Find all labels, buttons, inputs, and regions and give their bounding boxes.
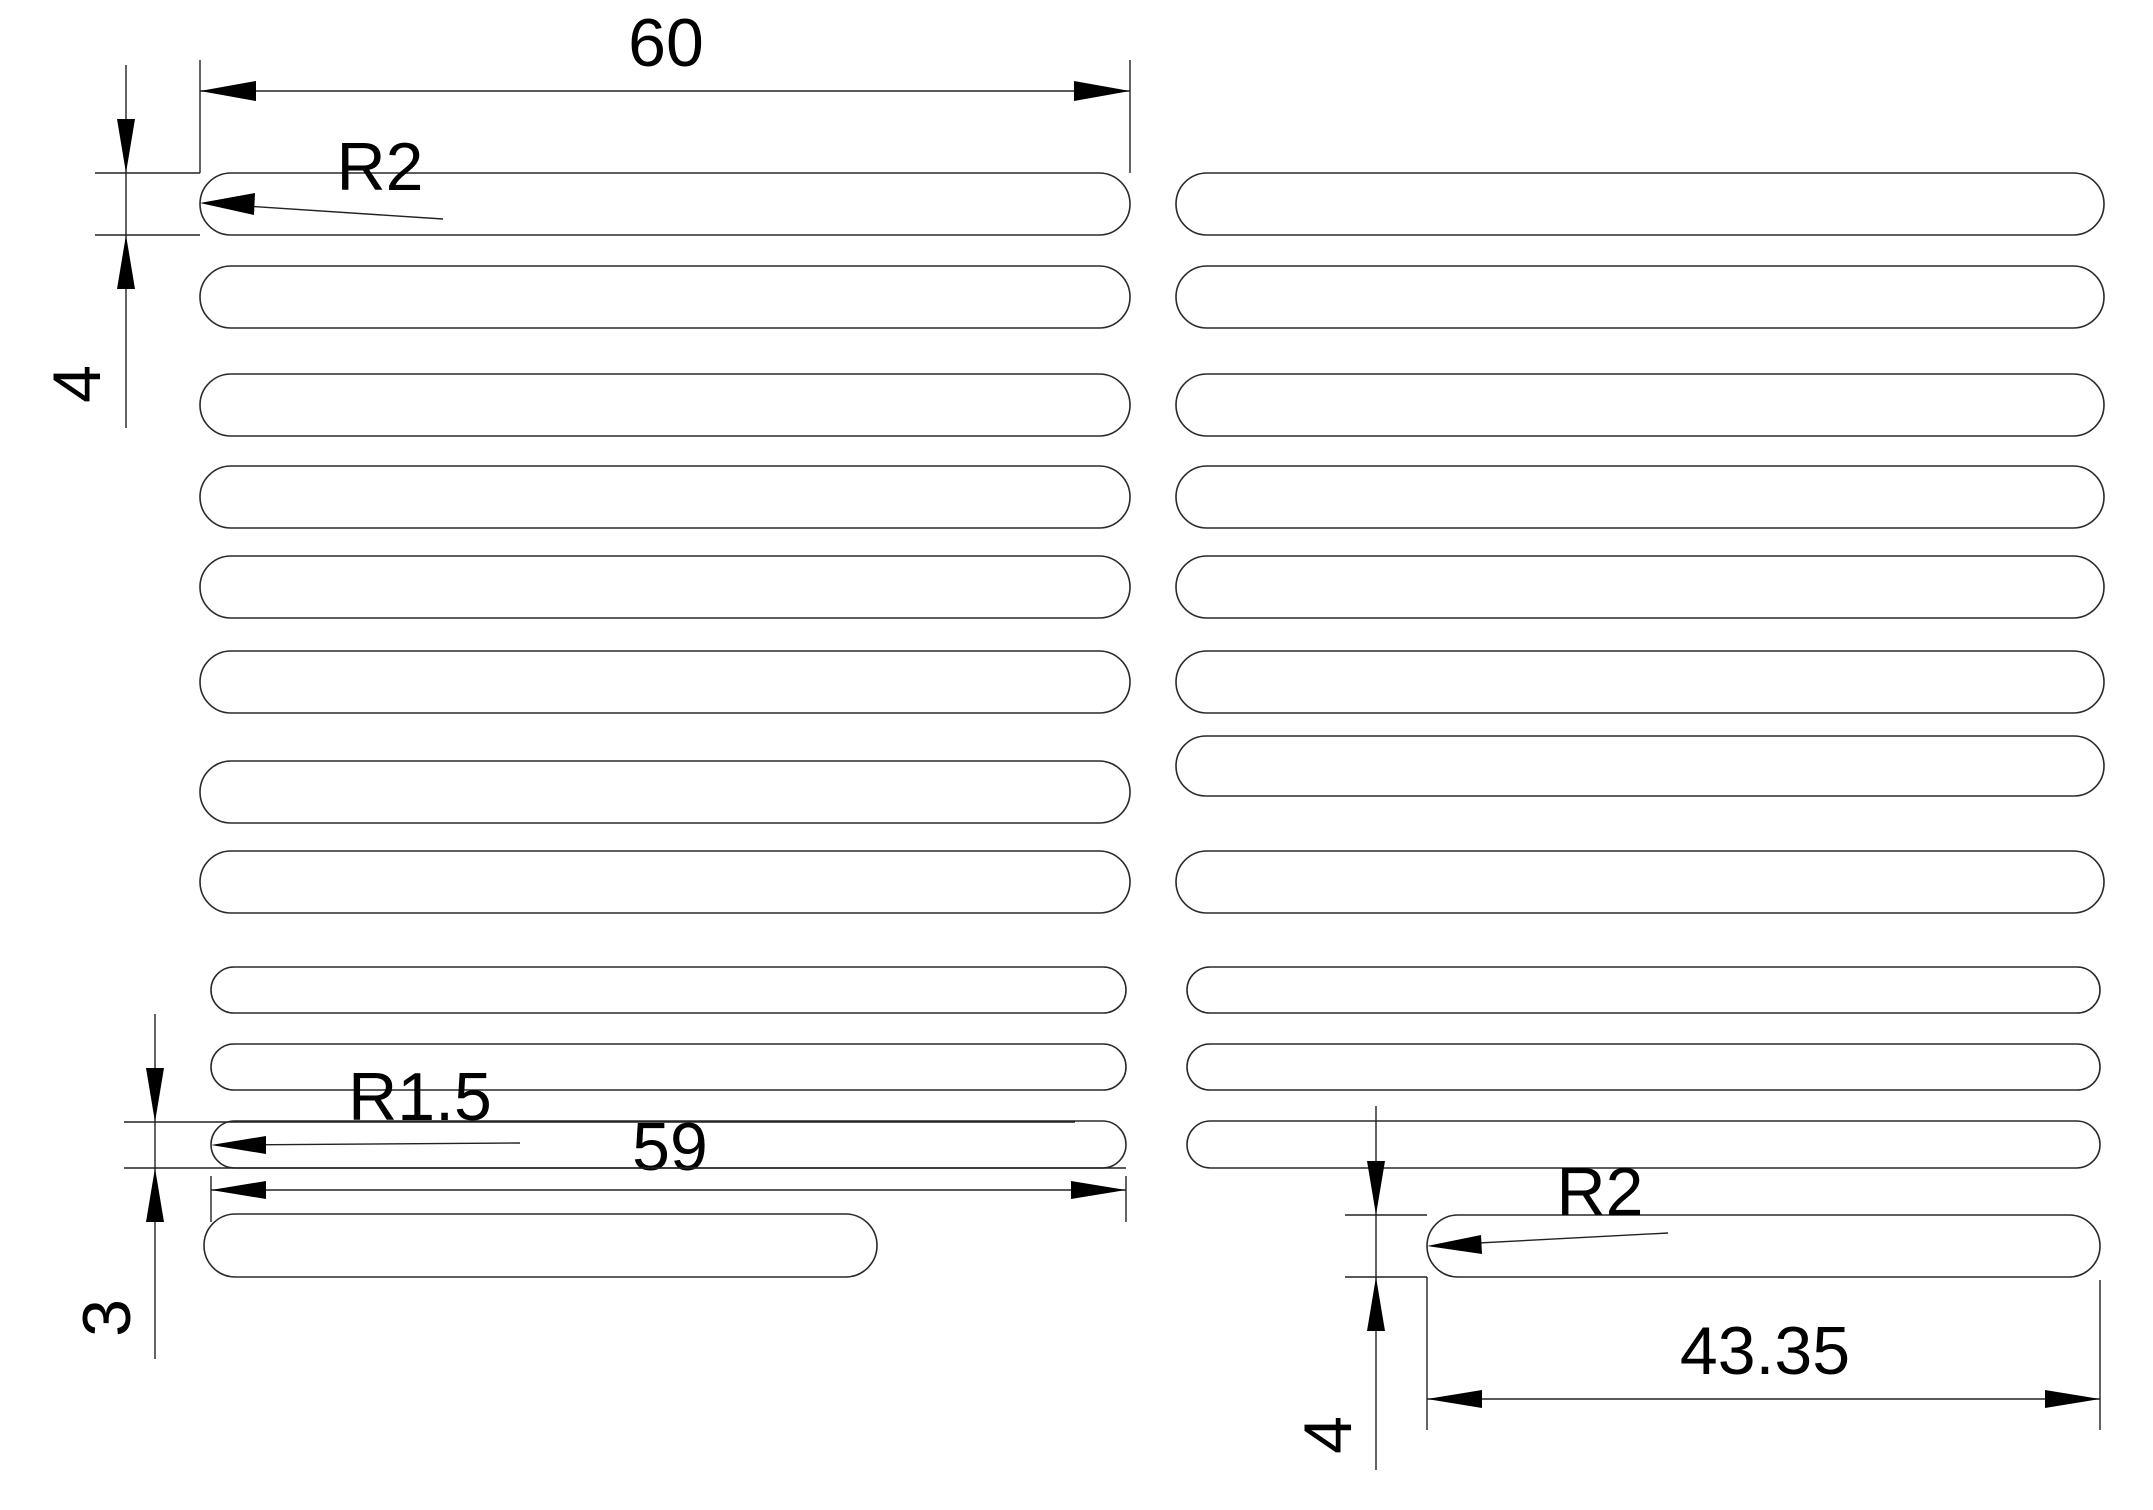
dimension-label: 59 xyxy=(632,1109,708,1185)
slot-outline xyxy=(199,265,1131,329)
dimension-label: 60 xyxy=(628,5,704,81)
arrowhead-right-icon xyxy=(1074,81,1130,101)
slot-outline xyxy=(199,850,1131,914)
arrowhead-up-icon xyxy=(117,235,135,289)
slot-outline xyxy=(1186,1043,2101,1091)
slot-outline xyxy=(1175,172,2105,236)
arrowhead-left-icon xyxy=(211,1181,266,1199)
dimension-top-radius: R2 xyxy=(200,129,444,220)
dimension-label: 3 xyxy=(69,1299,145,1337)
arrowhead-left-icon xyxy=(1427,1235,1482,1254)
slot-outline xyxy=(199,373,1131,437)
slot-outline xyxy=(1175,735,2105,797)
arrowhead-down-icon xyxy=(117,119,135,173)
dimension-label: R2 xyxy=(337,129,424,205)
slot-outline xyxy=(1175,265,2105,329)
slot-outline xyxy=(199,650,1131,714)
arrowhead-left-icon xyxy=(1427,1390,1482,1408)
slot-outline xyxy=(1175,373,2105,437)
dimension-top-slot-height: 4 xyxy=(39,65,200,428)
dimension-label: 4 xyxy=(1290,1416,1366,1454)
dimension-label: R1.5 xyxy=(348,1059,492,1135)
left-slot-column xyxy=(199,172,1131,1278)
slot-outline xyxy=(1175,555,2105,619)
arrowhead-right-icon xyxy=(1071,1181,1126,1199)
slot-outline xyxy=(199,465,1131,529)
dimension-bottom-right-width: 43.35 xyxy=(1426,1277,2101,1430)
dimension-label: R2 xyxy=(1557,1154,1644,1230)
dimension-label: 4 xyxy=(39,365,115,403)
slot-outline xyxy=(199,760,1131,824)
right-slot-column xyxy=(1175,172,2105,1278)
arrowhead-down-icon xyxy=(1367,1161,1385,1215)
slot-outline xyxy=(210,1043,1127,1091)
slot-outline xyxy=(1175,850,2105,914)
slot-outline xyxy=(1175,650,2105,714)
slot-outline xyxy=(1175,465,2105,529)
arrowhead-right-icon xyxy=(2045,1390,2100,1408)
arrowhead-left-icon xyxy=(211,1136,266,1154)
slot-outline xyxy=(199,555,1131,619)
dimension-label: 43.35 xyxy=(1680,1313,1850,1389)
dimension-top-width: 60 xyxy=(199,5,1131,173)
arrowhead-left-icon xyxy=(200,81,256,101)
slot-outline xyxy=(203,1213,878,1278)
dimension-small-slot-height: 3 xyxy=(69,1014,1126,1359)
slot-outline xyxy=(1186,966,2101,1014)
arrowhead-down-icon xyxy=(146,1068,164,1122)
arrowhead-up-icon xyxy=(146,1168,164,1222)
arrowhead-left-icon xyxy=(200,193,255,215)
slot-outline xyxy=(199,172,1131,236)
slot-outline xyxy=(1186,1120,2101,1169)
arrowhead-up-icon xyxy=(1367,1277,1385,1331)
slot-outline xyxy=(210,966,1127,1014)
leader-line xyxy=(224,1142,521,1146)
dimension-bottom-right-radius: R2 xyxy=(1427,1154,1669,1254)
dimension-bottom-right-height: 4 xyxy=(1290,1106,1427,1470)
